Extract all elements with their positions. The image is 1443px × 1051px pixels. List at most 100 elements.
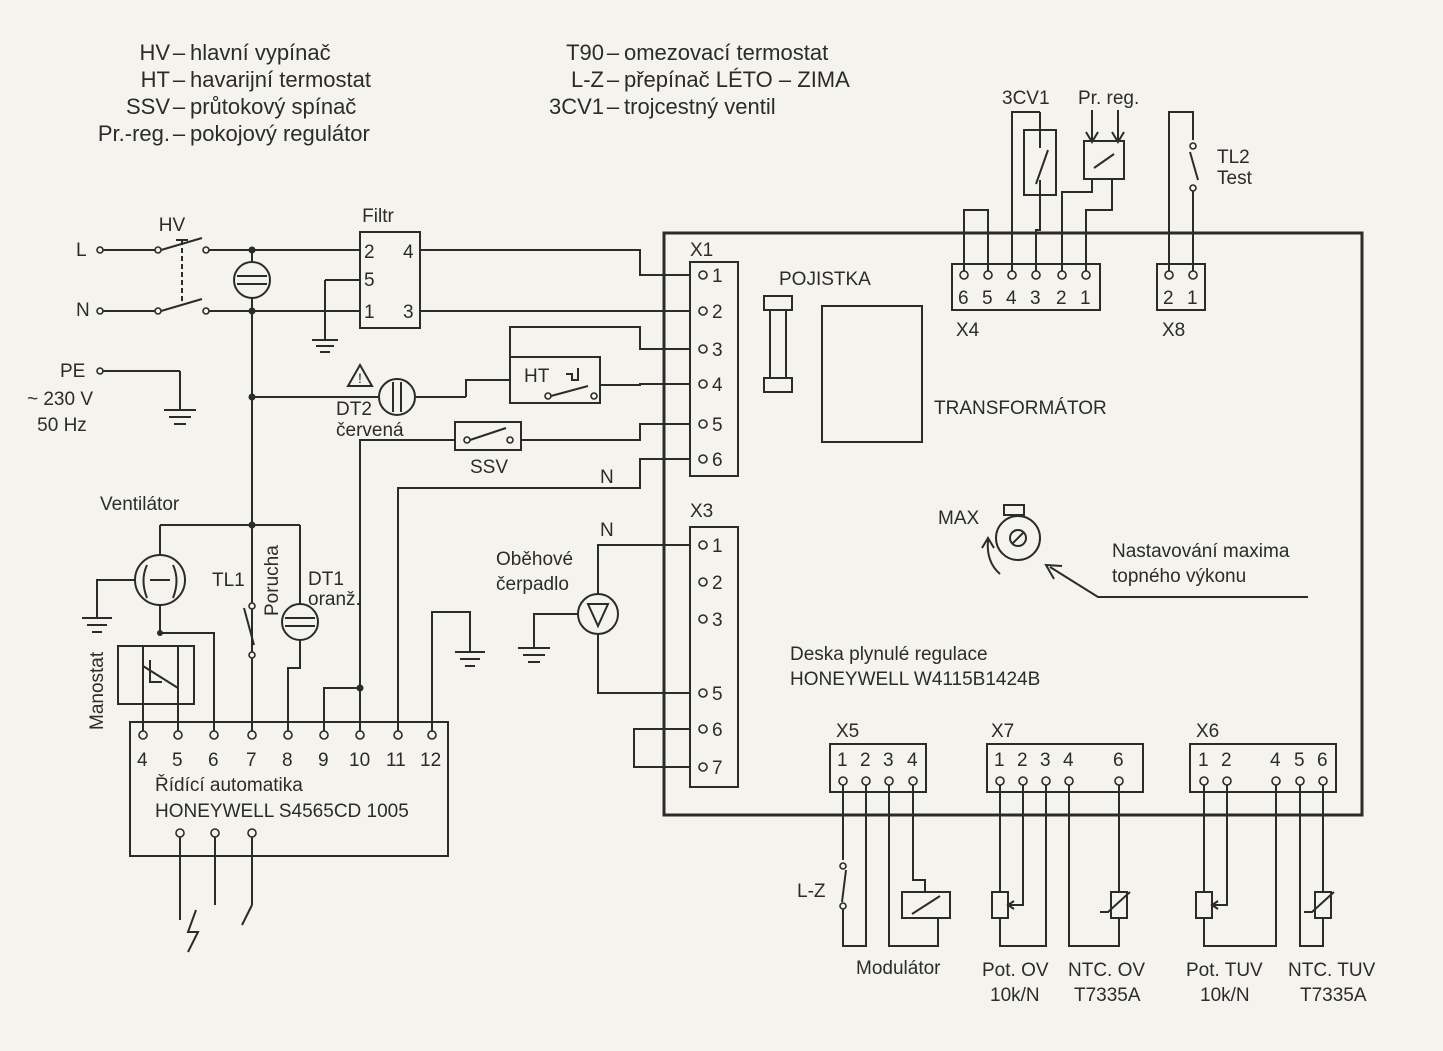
transformer-label: TRANSFORMÁTOR [934,398,1107,419]
legend-text: průtokový spínač [190,94,356,119]
legend-dash: – [173,67,186,92]
safety-chain: HT ! DT2 červená SSV N [248,326,690,735]
x3-pin: 6 [712,720,723,741]
manostat-contact [142,665,179,689]
ignition-spark-icon [186,909,200,953]
frequency-label: 50 Hz [37,415,87,436]
x4-pin: 3 [1030,288,1041,309]
connector-x1: X1 1 2 3 4 5 6 [689,240,739,477]
x4-pin: 5 [982,288,993,309]
pump-label-1: Oběhové [496,549,573,570]
x4-pin: 6 [958,288,969,309]
pe-terminal [96,367,104,375]
legend-dash: – [173,121,186,146]
lz-label: L-Z [797,881,826,902]
room-regulator-box [1083,140,1125,180]
x3-pin: 5 [712,684,723,705]
automat-title: Řídící automatika [155,774,303,796]
dt2-color: červená [336,420,404,441]
tl1-label: TL1 [212,570,245,591]
tl2-button [1189,151,1199,181]
hv-label: HV [159,215,186,236]
x7-pin: 2 [1017,750,1028,771]
valve-contact [1035,149,1049,185]
n-terminal [96,307,104,315]
automat-pin: 12 [420,750,441,771]
tl1-button [243,607,255,646]
ht-contact [550,385,589,397]
supply: L N PE ~ 230 V 50 Hz HV Filtr [27,206,690,735]
x3-label: X3 [690,501,713,522]
dt1-color: oranž. [308,589,361,610]
warning-icon [346,362,374,387]
transformer-box [821,305,923,443]
prreg-label: Pr. reg. [1078,88,1139,109]
dt1-label: DT1 [308,569,344,590]
n-label: N [76,300,90,321]
x4-label: X4 [956,320,980,341]
legend-text: havarijní termostat [190,67,371,92]
x8-pin: 1 [1187,288,1198,309]
ssv-box [454,421,522,451]
board-frame [662,231,1364,817]
ntc-tuv-value: T7335A [1300,985,1367,1006]
x7-pin: 1 [994,750,1005,771]
x6-pin: 2 [1221,750,1232,771]
fuse-icon [763,377,793,393]
filter-pin: 5 [364,270,375,291]
legend-abbr: HV [139,40,170,65]
legend-dash: – [173,40,186,65]
cv-label: 3CV1 [1002,88,1050,109]
lz-switch[interactable] [841,869,847,903]
regulation-board: 6 5 4 3 2 1 X4 2 1 X8 POJISTKA TRANSFORM… [662,231,1364,817]
x4-pin: 4 [1006,288,1017,309]
x6-pin: 6 [1317,750,1328,771]
ht-label: HT [524,366,550,387]
x1-pin: 4 [712,375,723,396]
tl2-test: Test [1217,168,1253,189]
x3-pin: 2 [712,573,723,594]
warning-mark: ! [358,370,362,386]
x1-pin: 5 [712,415,723,436]
legend-dash: – [607,40,620,65]
x1-pin: 1 [712,266,723,287]
automat-model: HONEYWELL S4565CD 1005 [155,801,409,822]
legend: HV – hlavní vypínač HT – havarijní termo… [98,40,850,146]
l-terminal [96,246,104,254]
automat-pin: 8 [282,750,293,771]
x5-pin: 3 [883,750,894,771]
modulator-label: Modulátor [856,958,941,979]
x1-pin: 3 [712,340,723,361]
pump: Oběhové čerpadlo N [496,520,690,694]
x7-pin: 6 [1113,750,1124,771]
neon-lamp-icon [233,261,271,299]
pe-label: PE [60,361,85,382]
legend-abbr: L-Z [571,67,604,92]
ntc-tuv-icon [1314,891,1332,919]
bottom-devices: L-Z Modulátor Pot. OV 10k/N NTC. OV T733… [797,785,1376,1006]
x1-pin: 2 [712,302,723,323]
x7-pin: 3 [1040,750,1051,771]
pot-ov-value: 10k/N [990,985,1040,1006]
x7-pin: 4 [1063,750,1074,771]
rotate-arrow-icon [986,539,1001,575]
pump-n-label: N [600,520,614,541]
modulator-coil-icon [901,891,951,919]
tl2-label: TL2 [1217,147,1250,168]
x6-pin: 4 [1270,750,1281,771]
max-description-1: Nastavování maxima [1112,541,1290,562]
filter-pin: 4 [403,242,414,263]
legend-abbr: SSV [126,94,170,119]
legend-abbr: Pr.-reg. [98,121,170,146]
dt2-label: DT2 [336,399,372,420]
board-model: HONEYWELL W4115B1424B [790,669,1040,690]
fan-section: Ventilátor Manostat TL1 Porucha DT1 oran… [82,494,485,735]
x8-connector [1156,263,1206,311]
pot-tuv-value: 10k/N [1200,985,1250,1006]
automat-pin: 4 [137,750,148,771]
legend-dash: – [607,94,620,119]
x6-label: X6 [1196,721,1219,742]
legend-text: trojcestný ventil [624,94,776,119]
max-adjust-knob[interactable] [995,515,1041,561]
